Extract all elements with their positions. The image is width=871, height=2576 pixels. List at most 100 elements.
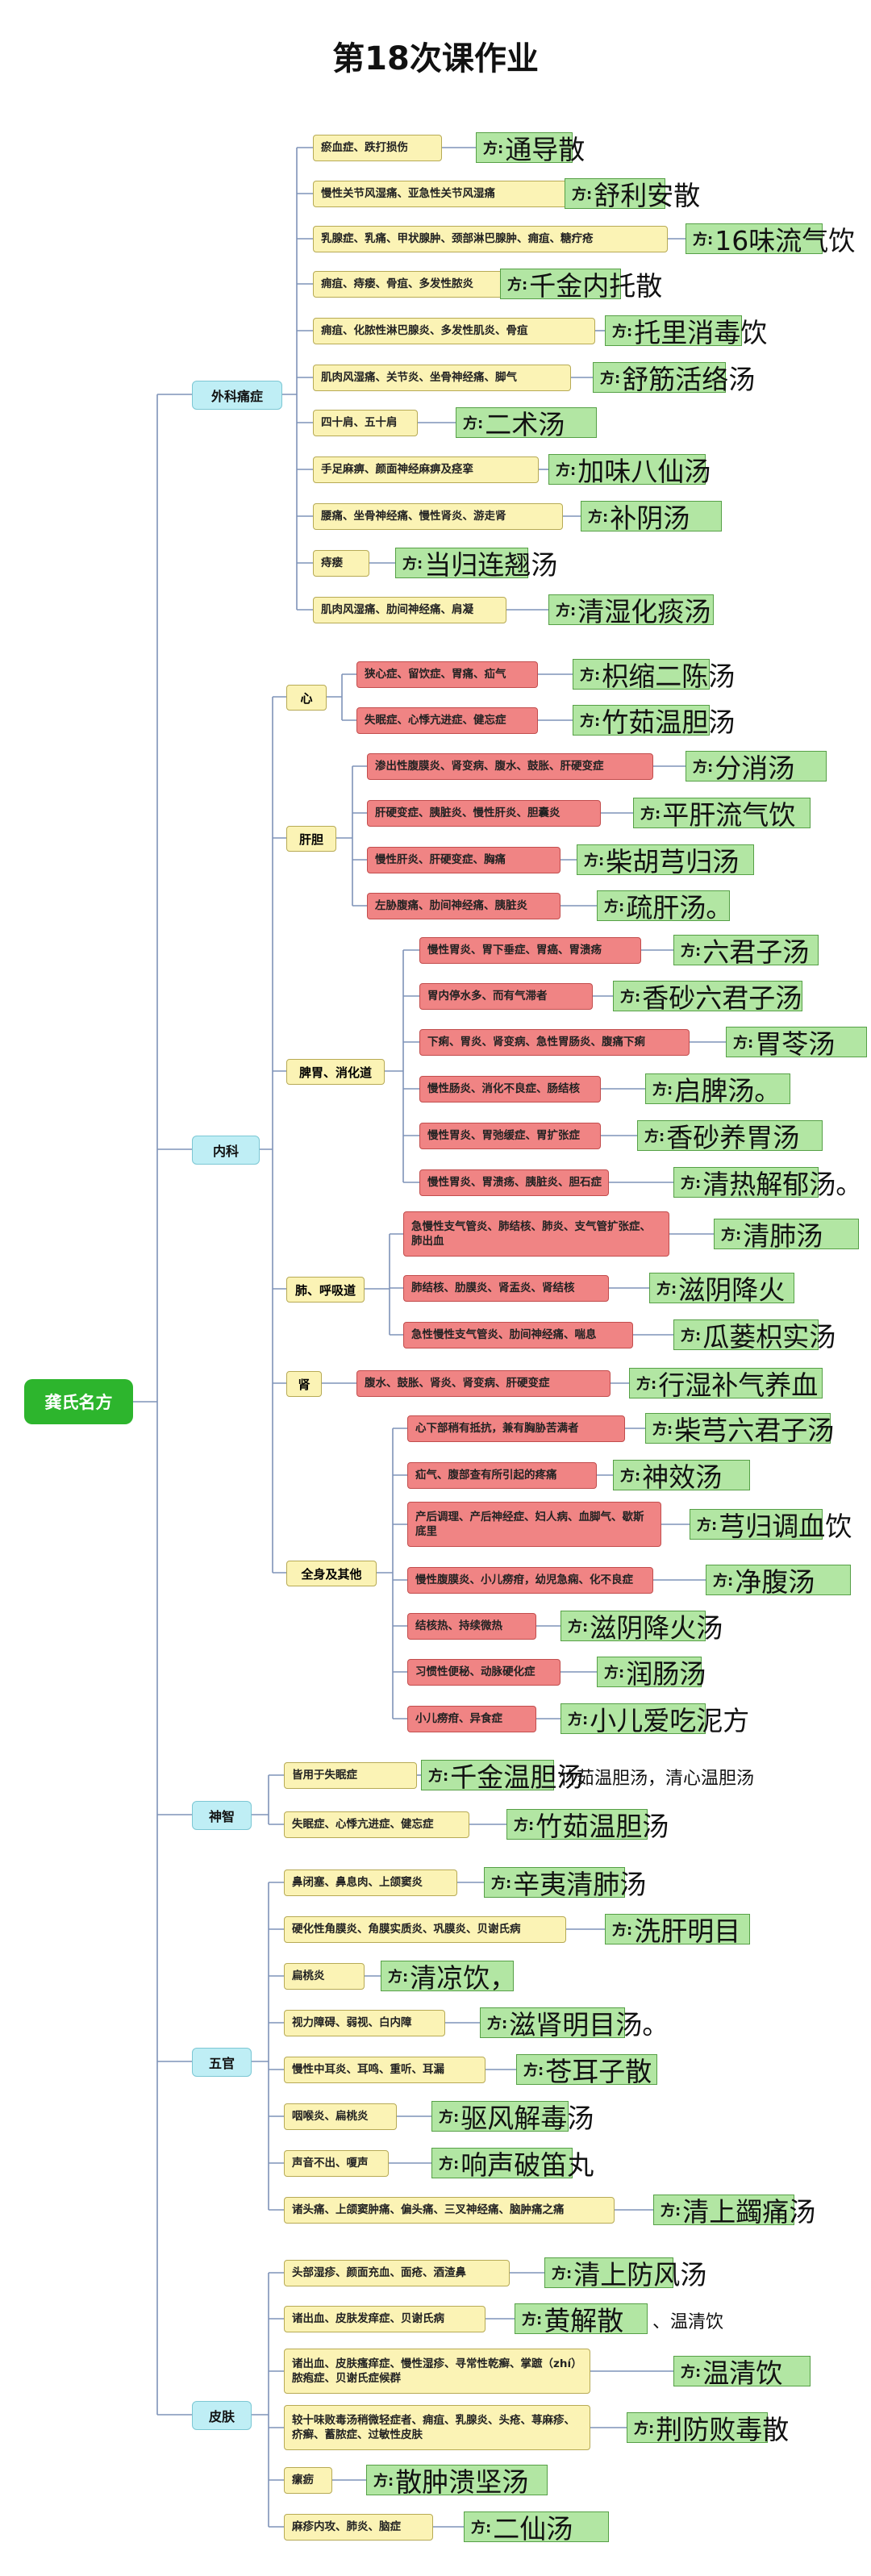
disease-label[interactable]: 心下部稍有抵抗，兼有胸胁苦满者: [407, 1415, 625, 1442]
formula-box[interactable]: 方:柴胡芎归汤: [577, 844, 754, 877]
formula-box[interactable]: 方:黄解散: [515, 2303, 648, 2336]
formula-box[interactable]: 方:分消汤: [686, 751, 827, 784]
formula-box[interactable]: 方:清凉饮，: [381, 1961, 516, 1994]
disease-label[interactable]: 诸出血、皮肤瘙痒症、慢性湿疹、寻常性乾癣、掌蹠（zhí）脓疱症、贝谢氏症候群: [284, 2349, 590, 2394]
formula-box[interactable]: 方:香砂六君子汤: [613, 981, 802, 1014]
formula-box[interactable]: 方:疏肝汤。: [597, 890, 732, 923]
formula-box[interactable]: 方:16味流气饮: [686, 223, 855, 256]
subcategory-quanshen[interactable]: 全身及其他: [286, 1561, 377, 1586]
disease-label[interactable]: 结核热、持续微热: [407, 1612, 536, 1640]
formula-box[interactable]: 方:二术汤: [456, 407, 597, 440]
category-neike[interactable]: 内科: [192, 1136, 260, 1165]
formula-box[interactable]: 方:清热解郁汤。: [673, 1167, 862, 1200]
disease-label[interactable]: 麻疹内攻、肺炎、脑症: [284, 2513, 433, 2541]
disease-label[interactable]: 四十肩、五十肩: [313, 409, 418, 436]
disease-label[interactable]: 慢性肝炎、肝硬变症、胸痛: [367, 846, 561, 873]
disease-label[interactable]: 咽喉炎、扁桃炎: [284, 2103, 397, 2130]
formula-box[interactable]: 方:胃苓汤: [726, 1027, 867, 1060]
formula-box[interactable]: 方:清肺汤: [714, 1219, 859, 1252]
formula-box[interactable]: 方:托里消毒饮: [605, 315, 767, 348]
formula-box[interactable]: 方:净腹汤: [706, 1565, 851, 1598]
formula-box[interactable]: 方:柴芎六君子汤: [645, 1413, 834, 1446]
formula-box[interactable]: 方:清上防风汤: [544, 2257, 706, 2290]
formula-box[interactable]: 方:平肝流气饮: [633, 798, 811, 831]
formula-box[interactable]: 方:通导散: [476, 132, 585, 165]
disease-label[interactable]: 慢性胃炎、胃弛缓症、胃扩张症: [419, 1122, 601, 1149]
formula-box[interactable]: 方:千金内托散: [500, 269, 662, 302]
disease-label[interactable]: 肝硬变症、胰脏炎、慢性肝炎、胆囊炎: [367, 799, 601, 827]
formula-box[interactable]: 方:辛夷清肺汤: [484, 1867, 646, 1900]
disease-label[interactable]: 腹水、鼓胀、肾炎、肾变病、肝硬变症: [356, 1369, 611, 1397]
disease-label[interactable]: 狭心症、留饮症、胃痛、疝气: [356, 661, 538, 688]
disease-label[interactable]: 扁桃炎: [284, 1962, 365, 1990]
formula-box[interactable]: 方:荆防败毒散: [627, 2412, 789, 2445]
disease-label[interactable]: 鼻闭塞、鼻息肉、上颌窦炎: [284, 1869, 457, 1896]
disease-label[interactable]: 痔瘘: [313, 549, 369, 577]
disease-label[interactable]: 腰痛、坐骨神经痛、慢性肾炎、游走肾: [313, 502, 563, 530]
formula-box[interactable]: 方:香砂养胃汤: [637, 1120, 823, 1153]
disease-label[interactable]: 痈疽、痔瘘、骨疽、多发性脓炎: [313, 270, 506, 298]
disease-label[interactable]: 下痢、胃炎、肾变病、急性胃肠炎、腹痛下痢: [419, 1028, 690, 1056]
formula-box[interactable]: 方:当归连翘汤: [395, 548, 557, 581]
formula-box[interactable]: 方:竹茹温胆汤: [573, 705, 735, 738]
disease-label[interactable]: 急性慢性支气管炎、肋间神经痛、喘息: [403, 1321, 633, 1348]
disease-label[interactable]: 慢性肠炎、消化不良症、肠结核: [419, 1075, 601, 1103]
disease-label[interactable]: 慢性中耳炎、耳鸣、重听、耳漏: [284, 2056, 486, 2083]
disease-label[interactable]: 较十味败毒汤稍微轻症者、痈疽、乳腺炎、头疮、荨麻疹、疥癣、蓄脓症、过敏性皮肤: [284, 2405, 590, 2450]
disease-label[interactable]: 声音不出、嗄声: [284, 2149, 389, 2177]
disease-label[interactable]: 胃内停水多、而有气滞者: [419, 982, 593, 1010]
formula-box[interactable]: 方:滋阴降火: [649, 1273, 794, 1306]
formula-box[interactable]: 方:小儿爱吃泥方: [561, 1703, 749, 1736]
formula-box[interactable]: 方:瓜蒌枳实汤: [673, 1319, 836, 1353]
formula-box[interactable]: 方:二仙汤: [464, 2511, 609, 2545]
disease-label[interactable]: 疝气、腹部查有所引起的疼痛: [407, 1461, 597, 1489]
formula-box[interactable]: 方:温清饮: [673, 2356, 811, 2389]
disease-label[interactable]: 急慢性支气管炎、肺结核、肺炎、支气管扩张症、肺出血: [403, 1211, 669, 1257]
formula-box[interactable]: 方:舒利安散: [565, 178, 700, 211]
disease-label[interactable]: 慢性腹膜炎、小儿痨疳，幼児急痫、化不良症: [407, 1566, 653, 1594]
disease-label[interactable]: 手足麻痹、颜面神经麻痹及痉挛: [313, 456, 539, 483]
formula-box[interactable]: 方:舒筋活络汤: [593, 362, 755, 395]
disease-label[interactable]: 瘰疬: [284, 2466, 332, 2494]
formula-box[interactable]: 方:六君子汤: [673, 935, 819, 968]
subcategory-shen[interactable]: 肾: [286, 1371, 322, 1397]
formula-box[interactable]: 方:加味八仙汤: [548, 454, 711, 487]
formula-box[interactable]: 方:清湿化痰汤: [548, 594, 714, 627]
formula-box[interactable]: 方:神效汤: [613, 1460, 750, 1493]
formula-box[interactable]: 方:竹茹温胆汤: [506, 1809, 669, 1842]
disease-label[interactable]: 慢性胃炎、胃下垂症、胃癌、胃溃疡: [419, 936, 641, 964]
formula-box[interactable]: 方:响声破笛丸: [431, 2148, 594, 2181]
disease-label[interactable]: 肺结核、肋膜炎、肾盂炎、肾结核: [403, 1274, 609, 1302]
category-shenzhi[interactable]: 神智: [192, 1801, 252, 1830]
disease-label[interactable]: 失眠症、心悸亢进症、健忘症: [284, 1811, 469, 1838]
formula-box[interactable]: 方:启脾汤。: [645, 1073, 790, 1107]
formula-box[interactable]: 方:苍耳子散: [516, 2054, 657, 2087]
subcategory-gandan[interactable]: 肝胆: [286, 826, 336, 852]
disease-label[interactable]: 头部湿疹、颜面充血、面疮、酒渣鼻: [284, 2259, 510, 2286]
disease-label[interactable]: 小儿痨疳、异食症: [407, 1705, 536, 1732]
category-waike[interactable]: 外科痛症: [192, 381, 282, 410]
subcategory-fei[interactable]: 肺、呼吸道: [286, 1277, 365, 1303]
disease-label[interactable]: 习惯性便秘、动脉硬化症: [407, 1658, 561, 1686]
formula-box[interactable]: 方:补阴汤: [581, 501, 722, 534]
disease-label[interactable]: 左胁腹痛、肋间神经痛、胰脏炎: [367, 892, 561, 919]
disease-label[interactable]: 视力障碍、弱视、白内障: [284, 2009, 445, 2036]
disease-label[interactable]: 瘀血症、跌打损伤: [313, 134, 442, 161]
formula-box[interactable]: 方:行湿补气养血: [629, 1368, 823, 1401]
subcategory-piwei[interactable]: 脾胃、消化道: [286, 1059, 385, 1085]
disease-label[interactable]: 诸头痛、上颌窦肿痛、偏头痛、三叉神经痛、脑肿痛之痛: [284, 2196, 615, 2224]
disease-label[interactable]: 产后调理、产后神经症、妇人病、血脚气、歇斯底里: [407, 1502, 661, 1547]
disease-label[interactable]: 慢性胃炎、胃溃疡、胰脏炎、胆石症: [419, 1169, 609, 1196]
disease-label[interactable]: 肌肉风湿痛、肋间神经痛、肩凝: [313, 596, 506, 623]
disease-label[interactable]: 肌肉风湿痛、关节炎、坐骨神经痛、脚气: [313, 364, 571, 391]
disease-label[interactable]: 诸出血、皮肤发痒症、贝谢氏病: [284, 2305, 486, 2332]
formula-box[interactable]: 方:驱风解毒汤: [431, 2101, 594, 2134]
formula-box[interactable]: 方:芎归调血饮: [690, 1509, 852, 1542]
formula-box[interactable]: 方:润肠汤: [597, 1657, 706, 1690]
formula-box[interactable]: 方:洗肝明目: [605, 1914, 750, 1947]
formula-box[interactable]: 方:千金温胆汤: [421, 1760, 583, 1793]
category-wuguan[interactable]: 五官: [192, 2048, 252, 2077]
disease-label[interactable]: 失眠症、心悸亢进症、健忘症: [356, 707, 538, 734]
subcategory-xin[interactable]: 心: [286, 685, 327, 711]
disease-label[interactable]: 慢性关节风湿痛、亚急性关节风湿痛: [313, 180, 579, 207]
